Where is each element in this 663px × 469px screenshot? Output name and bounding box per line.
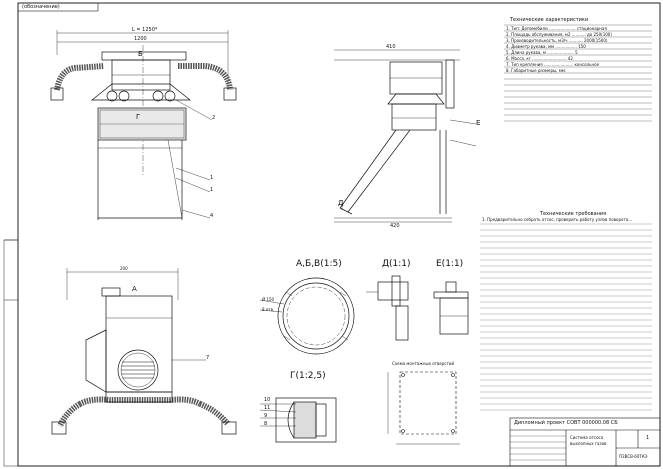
tech-char-8: 8. Габаритные размеры, мм: — [506, 68, 567, 73]
dim-text-6: Ø 150 — [262, 297, 275, 302]
tech-char-4: 4. Диаметр рукава, мм ................. … — [506, 44, 586, 49]
tech-text-block — [504, 24, 652, 122]
front-mark-g: Г — [136, 113, 141, 121]
stamp-topleft-text: (обозначение) — [22, 4, 60, 10]
dim-text-2: 1200 — [134, 36, 147, 42]
callout-8: 8 — [264, 421, 268, 427]
callout-7: 7 — [206, 355, 210, 361]
view-g-label: Г(1:2,5) — [290, 371, 326, 381]
view-e — [433, 281, 469, 335]
tech-char-7: 7. Тип крепления .......................… — [506, 62, 600, 67]
view-d-label: Д(1:1) — [382, 259, 411, 269]
side-mark-e: Е — [476, 119, 481, 127]
view-g — [259, 397, 337, 443]
sheet-frame — [17, 2, 661, 467]
section-abv-view — [259, 277, 355, 355]
title-code: ПЗВСВ-60ТКЭ — [619, 454, 648, 459]
mounting-holes-scheme — [387, 371, 460, 445]
view-e-label: Е(1:1) — [436, 259, 464, 269]
title-block — [509, 417, 661, 467]
callout-2: 2 — [212, 115, 216, 121]
tech-reqs-title: Технические требования — [540, 211, 607, 217]
stamp-box-topleft — [17, 2, 99, 12]
front-mark-b: Б — [138, 50, 143, 58]
callout-10: 10 — [264, 397, 271, 403]
callout-1: 1 — [210, 175, 214, 181]
dim-text-4: 420 — [390, 223, 400, 229]
callout-1b: 1 — [210, 187, 214, 193]
side-view — [334, 49, 477, 223]
callout-11: 11 — [264, 405, 271, 411]
dim-text-3: 410 — [386, 44, 396, 50]
tech-reqs-note: 1. Предварительно собрать отсос, провери… — [482, 217, 633, 222]
side-mark-d: Д — [338, 199, 344, 207]
tech-char-3: 3. Производительность, м3/ч ........... … — [506, 38, 608, 43]
tech-char-6: 6. Масса, кг ...........................… — [506, 56, 573, 61]
section-abv-label: А,Б,В(1:5) — [296, 259, 342, 269]
tech-requirements-block — [480, 223, 652, 411]
tech-char-2: 2. Площадь обслуживания, м2 ........... … — [506, 32, 612, 37]
callout-9: 9 — [264, 413, 268, 419]
front-view — [50, 30, 237, 220]
callout-4: 4 — [210, 213, 214, 219]
title-name-line1: Система отсоса — [570, 435, 604, 440]
dim-text-1: L = 1250* — [132, 27, 158, 33]
view-d — [366, 275, 409, 341]
title-sheet: 1 — [646, 435, 650, 441]
tech-char-5: 5. Длина рукава, м .....................… — [506, 50, 578, 55]
tech-char-1: 1. Тип: Допомобили .....................… — [506, 26, 607, 31]
title-name-line2: выхлопных газов — [570, 441, 607, 446]
top-view — [51, 268, 237, 435]
dim-text-5: 200 — [120, 266, 128, 271]
scheme-label: Схема монтажных отверстий — [392, 361, 455, 366]
tech-chars-title: Технические характеристики — [510, 17, 589, 23]
dim-text-7: 8 отв. — [262, 307, 275, 312]
top-view-a-label: А — [132, 285, 137, 293]
title-project: Дипломный проект СОВТ 000000.08 СБ — [514, 420, 618, 426]
